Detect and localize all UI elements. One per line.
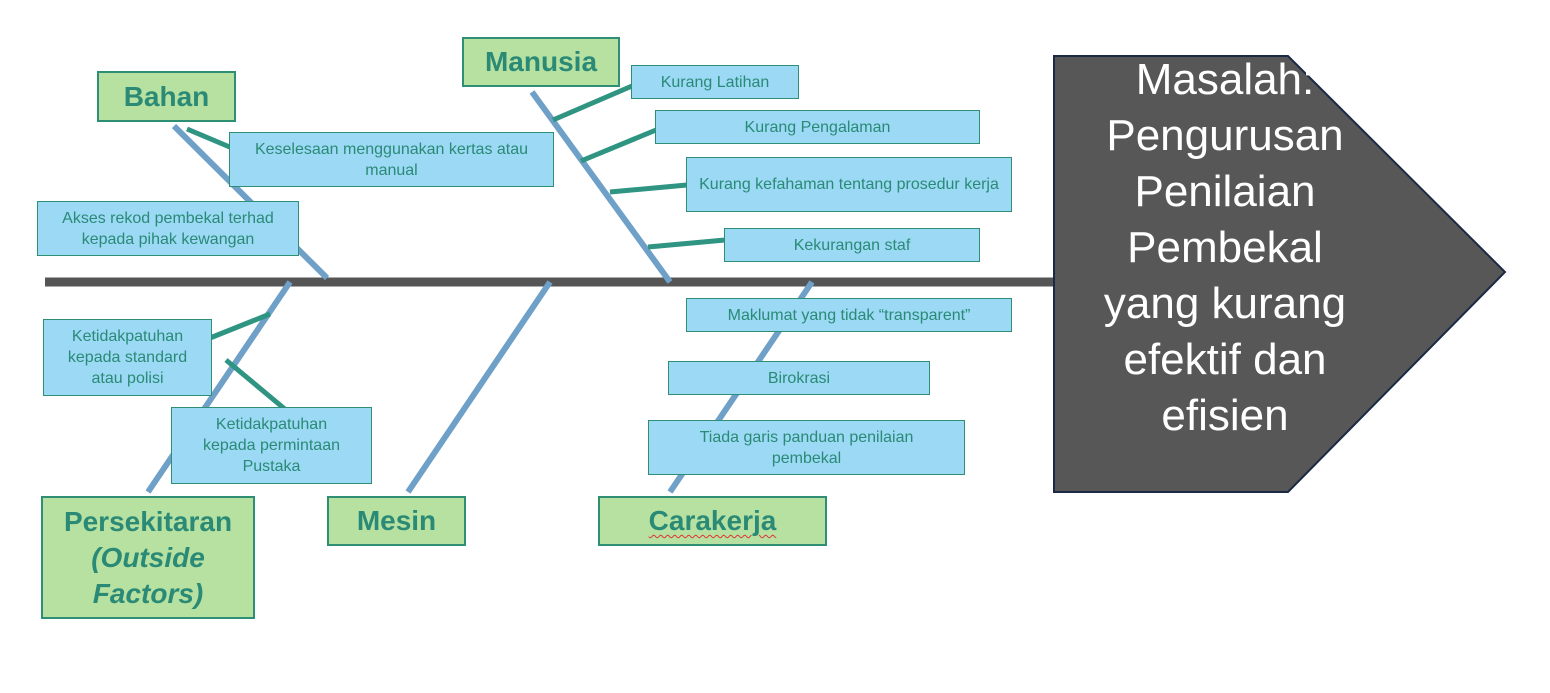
problem-line: Pengurusan <box>1106 111 1344 160</box>
cause-box: Kurang Pengalaman <box>655 110 980 144</box>
problem-line: yang kurang <box>1103 279 1347 328</box>
category-label: Factors) <box>92 577 204 609</box>
bone-mesin <box>405 280 553 494</box>
cause-box: Ketidakpatuhan kepada permintaan Pustaka <box>171 407 372 484</box>
twig-manusia-4 <box>647 237 726 250</box>
cause-box: Keselesaan menggunakan kertas atau manua… <box>229 132 554 187</box>
category-label: Persekitaran <box>63 505 233 537</box>
cause-box: Tiada garis panduan penilaian pembekal <box>648 420 965 475</box>
twig-persekitaran-2 <box>224 358 288 412</box>
cause-box: Birokrasi <box>668 361 930 395</box>
cause-box: Ketidakpatuhan kepada standard atau poli… <box>43 319 212 396</box>
category-carakerja: Carakerja <box>598 496 827 546</box>
category-bahan: Bahan <box>97 71 236 122</box>
category-label: Carakerja <box>648 505 777 536</box>
problem-head-shape <box>1053 55 1507 493</box>
problem-line: efektif dan <box>1123 335 1327 384</box>
twig-manusia-3 <box>609 182 688 195</box>
problem-statement: Masalah: Pengurusan Penilaian Pembekal y… <box>1080 52 1370 444</box>
problem-line: efisien <box>1161 391 1289 440</box>
twig-bahan-1 <box>186 126 233 151</box>
category-mesin: Mesin <box>327 496 466 546</box>
cause-box: Kurang kefahaman tentang prosedur kerja <box>686 157 1012 212</box>
category-persekitaran: Persekitaran (Outside Factors) <box>41 496 255 619</box>
problem-line: Masalah: <box>1135 55 1315 104</box>
category-label: Manusia <box>484 46 598 77</box>
cause-box: Kurang Latihan <box>631 65 799 99</box>
problem-line: Penilaian <box>1134 167 1316 216</box>
cause-box: Maklumat yang tidak “transparent” <box>686 298 1012 332</box>
twig-persekitaran-1 <box>209 311 271 341</box>
twig-manusia-2 <box>580 127 657 164</box>
cause-box: Akses rekod pembekal terhad kepada pihak… <box>37 201 299 256</box>
category-manusia: Manusia <box>462 37 620 87</box>
problem-line: Pembekal <box>1127 223 1323 272</box>
twig-manusia-1 <box>552 83 633 123</box>
category-label: Bahan <box>123 80 210 112</box>
category-label: (Outside <box>91 541 205 573</box>
bone-manusia <box>529 90 673 284</box>
category-label: Mesin <box>356 505 437 536</box>
cause-box: Kekurangan staf <box>724 228 980 262</box>
